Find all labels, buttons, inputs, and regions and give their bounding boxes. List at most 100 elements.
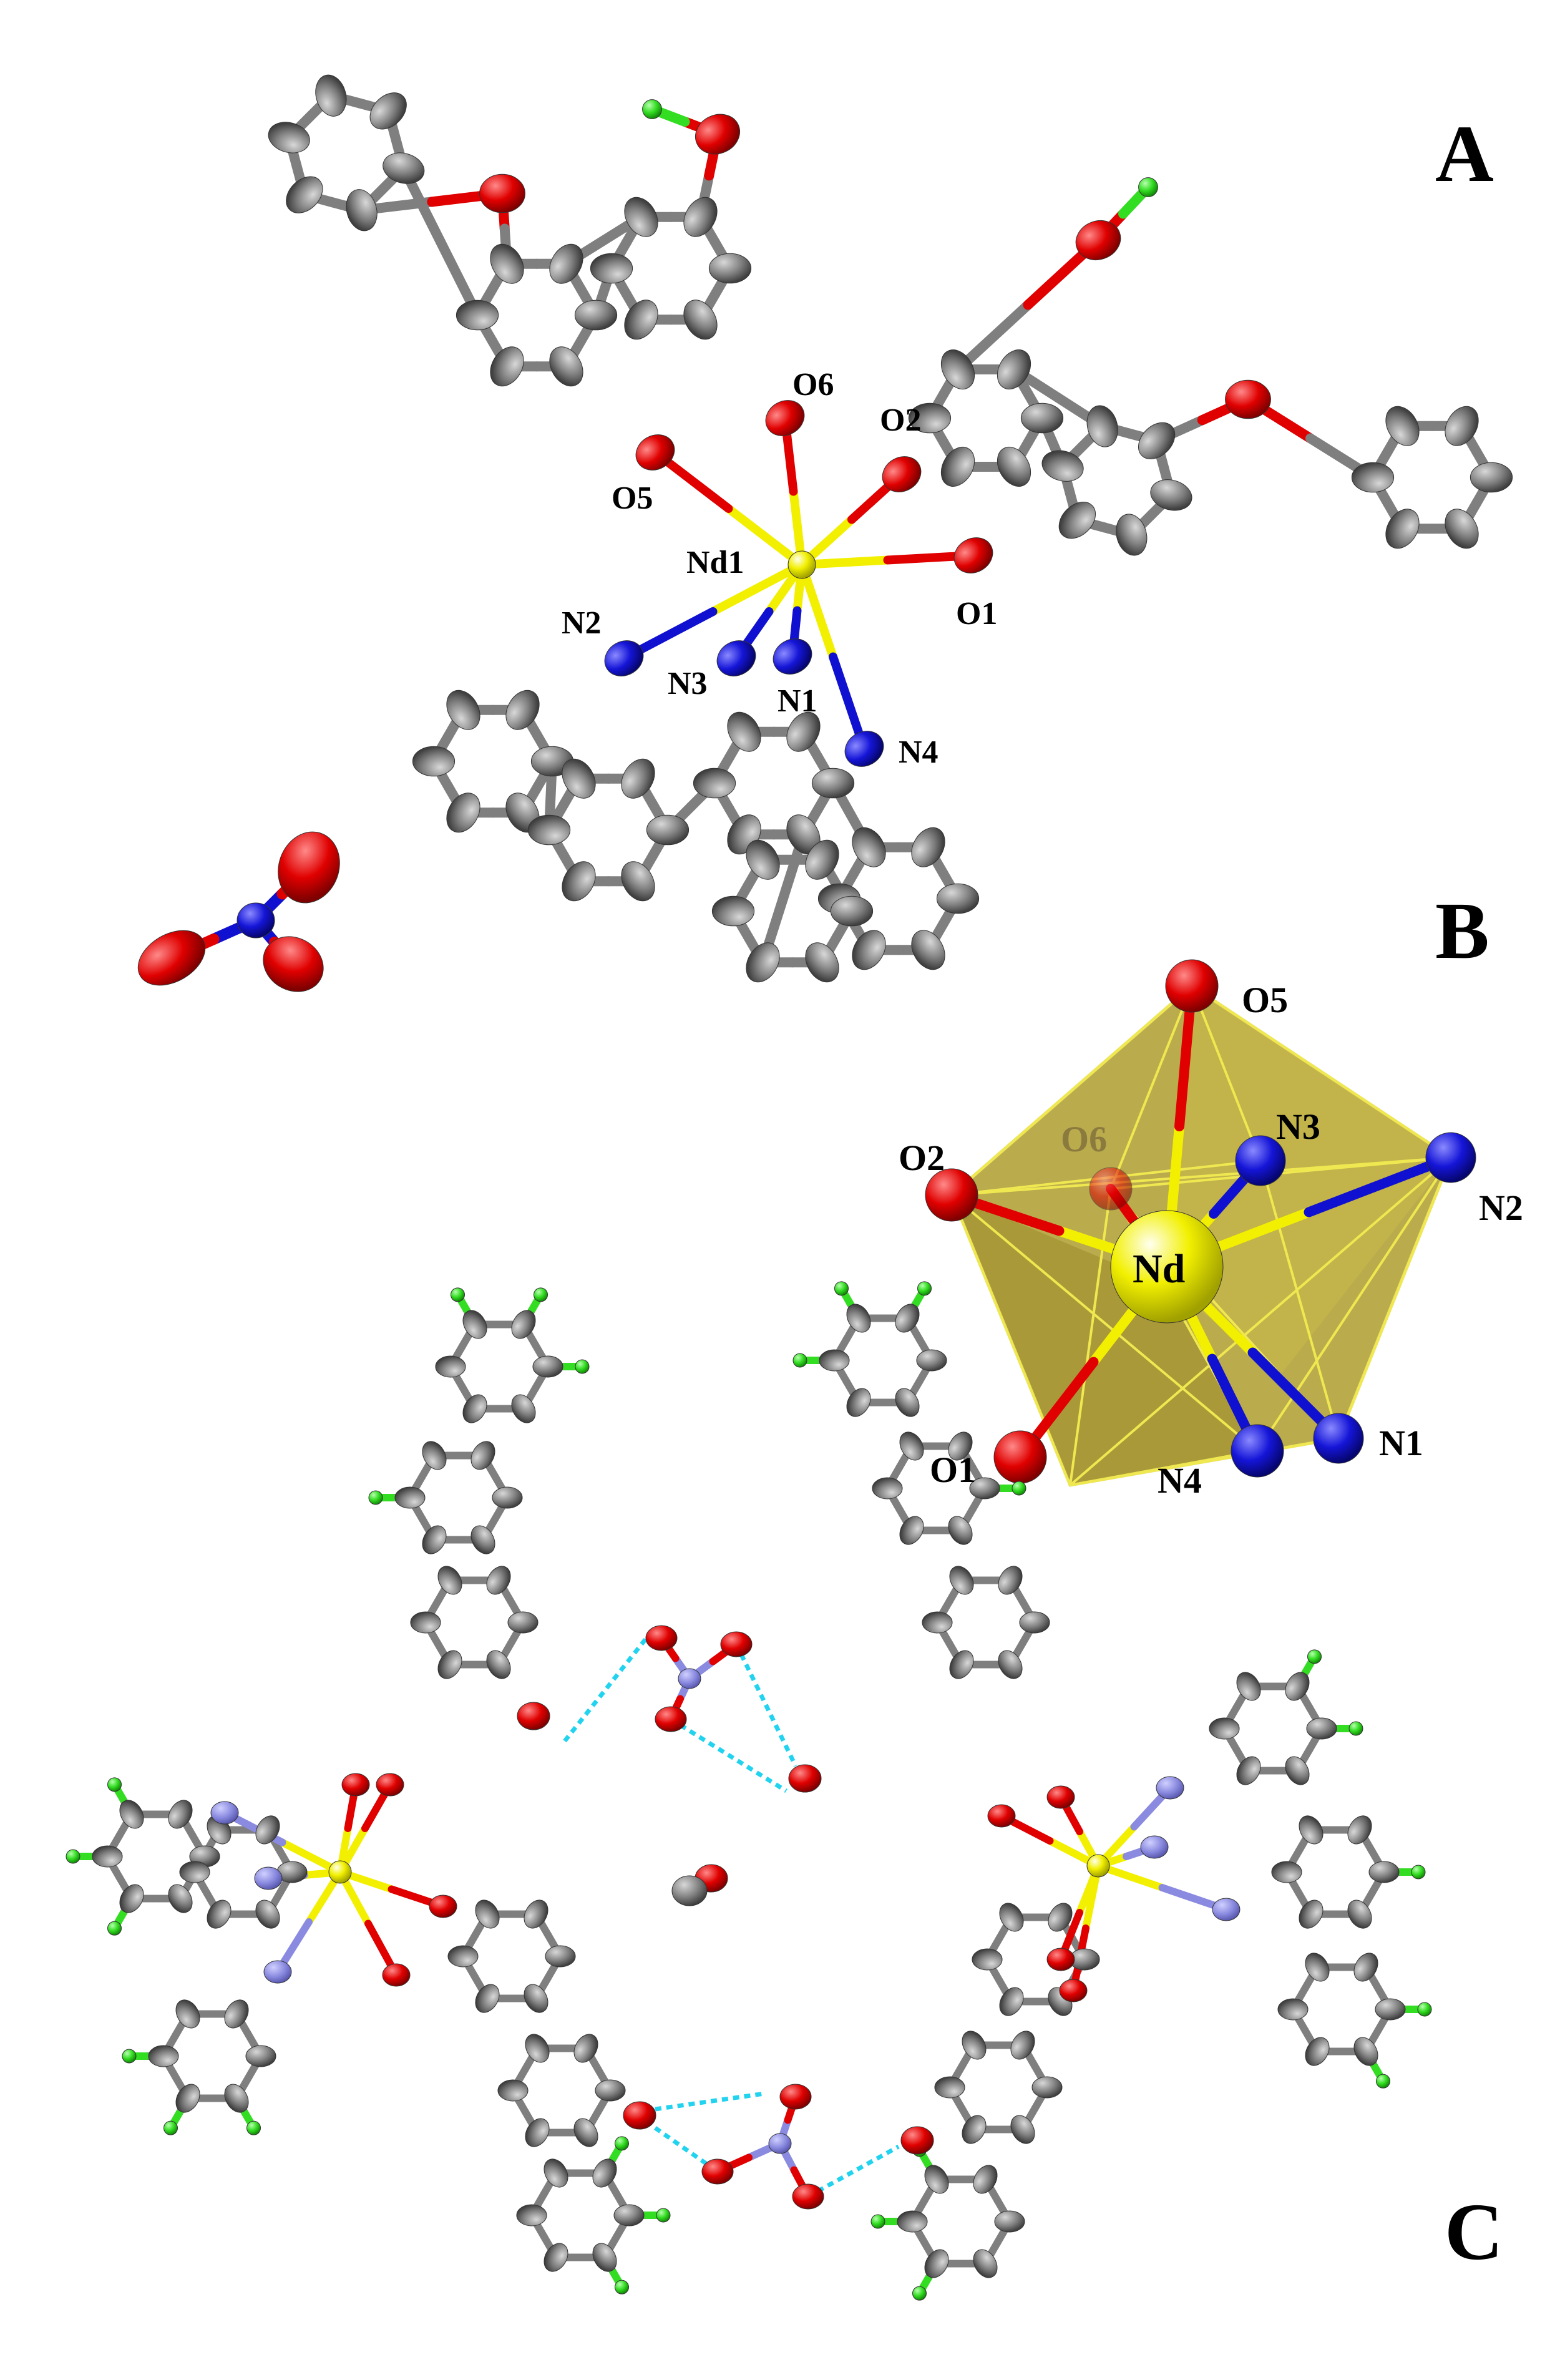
atom-c: [708, 253, 752, 284]
atom-h: [912, 2286, 927, 2301]
atom-c: [549, 346, 583, 387]
atom-h: [917, 1281, 932, 1296]
atom-c: [532, 1355, 563, 1378]
atom-c: [948, 1516, 973, 1545]
atom-b-n4: [1231, 1424, 1284, 1478]
coordination-bond: [724, 504, 806, 569]
atom-c: [1299, 1900, 1324, 1929]
atom-c: [962, 2115, 987, 2144]
atom-c: [1299, 1815, 1324, 1845]
label-b-n1: N1: [1379, 1423, 1423, 1463]
atom-h: [656, 2208, 671, 2223]
atom-c: [573, 2118, 598, 2147]
atom-c: [592, 2158, 617, 2188]
hydrogen-bond: [655, 2091, 765, 2112]
atom-c: [1368, 1861, 1400, 1883]
atom-c: [624, 300, 658, 340]
atom-c: [490, 243, 524, 284]
panel-a-atoms: [137, 74, 1513, 992]
coordination-bond: [797, 560, 837, 661]
atom-c: [948, 1431, 973, 1461]
atom-c: [1351, 462, 1395, 493]
atom-c: [1020, 402, 1064, 434]
atom-c: [490, 346, 524, 387]
atom-c: [1271, 1861, 1302, 1883]
atom-c: [711, 895, 755, 927]
atom-c: [562, 758, 596, 799]
nitrate-oxygen: [263, 936, 324, 992]
atom-c: [435, 1355, 466, 1378]
coordinated-nitrogen: [1156, 1776, 1184, 1800]
atom-c: [872, 1477, 903, 1500]
atom-c: [1305, 2037, 1330, 2066]
atom-c: [462, 1310, 487, 1339]
atom-c: [852, 827, 886, 867]
atom-c: [562, 861, 596, 902]
atom-c: [786, 711, 821, 752]
coordinated-nitrogen: [210, 1801, 239, 1825]
atom-c: [1277, 1998, 1309, 2021]
neodymium-center: [1086, 1854, 1110, 1878]
label-b-n3: N3: [1276, 1106, 1320, 1147]
hydrogen-bond: [670, 1717, 787, 1793]
atom-c: [727, 711, 761, 752]
atom-c: [179, 1861, 210, 1883]
atom-c: [470, 1525, 495, 1554]
atom-c: [245, 2045, 276, 2067]
atom-c: [1236, 1672, 1261, 1701]
coordinated-oxygen: [376, 1773, 404, 1797]
atom-c: [525, 2118, 550, 2147]
atom-c: [437, 1650, 462, 1679]
panel-c-packing: [66, 1281, 1432, 2301]
panel-label-a: A: [1435, 109, 1494, 199]
atom-c: [811, 768, 855, 799]
nitrate-nitrogen: [768, 2133, 792, 2154]
atom-c: [924, 2249, 949, 2278]
atom-c: [394, 1486, 426, 1509]
atom-c: [1285, 1756, 1310, 1785]
atom-b-o2: [925, 1168, 978, 1222]
atom-c: [446, 793, 480, 833]
hydrogen-bond: [653, 2126, 719, 2173]
atom-b-nd: [1110, 1210, 1224, 1324]
atom-c: [268, 122, 310, 154]
hydrogen-bond: [563, 1633, 651, 1743]
atom-c: [924, 2165, 949, 2194]
atom-c: [92, 1845, 123, 1868]
atom-c: [1353, 1953, 1378, 1982]
atom-c: [255, 1815, 280, 1845]
atom-o5: [635, 434, 675, 471]
atom-h: [1348, 1721, 1363, 1736]
atom-n1: [773, 638, 812, 675]
atom-c: [524, 1900, 548, 1929]
hydroxyl-oxygen: [900, 2126, 934, 2155]
atom-c: [1058, 502, 1096, 539]
panel-c-atoms: [66, 1281, 1432, 2301]
coordinated-oxygen: [429, 1895, 457, 1918]
atom-h: [615, 2136, 629, 2151]
atom-c: [1048, 1903, 1073, 1932]
atom-c: [492, 1486, 523, 1509]
atom-c: [527, 814, 571, 846]
bond: [953, 300, 1033, 375]
label-b-o2: O2: [899, 1138, 945, 1178]
atom-c: [973, 2165, 998, 2194]
atom-h: [107, 1921, 122, 1936]
atom-n4: [844, 731, 884, 767]
panel-label-c: C: [1445, 2187, 1503, 2277]
label-a-n4: N4: [899, 734, 938, 770]
atom-c: [1285, 1672, 1310, 1701]
atom-c: [999, 1987, 1024, 2016]
nitrate-nitrogen: [236, 902, 275, 939]
polyhedron-atoms: [925, 959, 1476, 1484]
atom-o: [695, 114, 740, 155]
atom-c: [549, 243, 583, 284]
coordinated-oxygen: [987, 1804, 1016, 1828]
atom-c: [895, 1388, 920, 1417]
atom-c: [973, 2249, 998, 2278]
atom-c: [936, 883, 980, 914]
atom-h: [1307, 1649, 1322, 1664]
atom-h: [1376, 2074, 1390, 2089]
atom-c: [422, 1525, 447, 1554]
